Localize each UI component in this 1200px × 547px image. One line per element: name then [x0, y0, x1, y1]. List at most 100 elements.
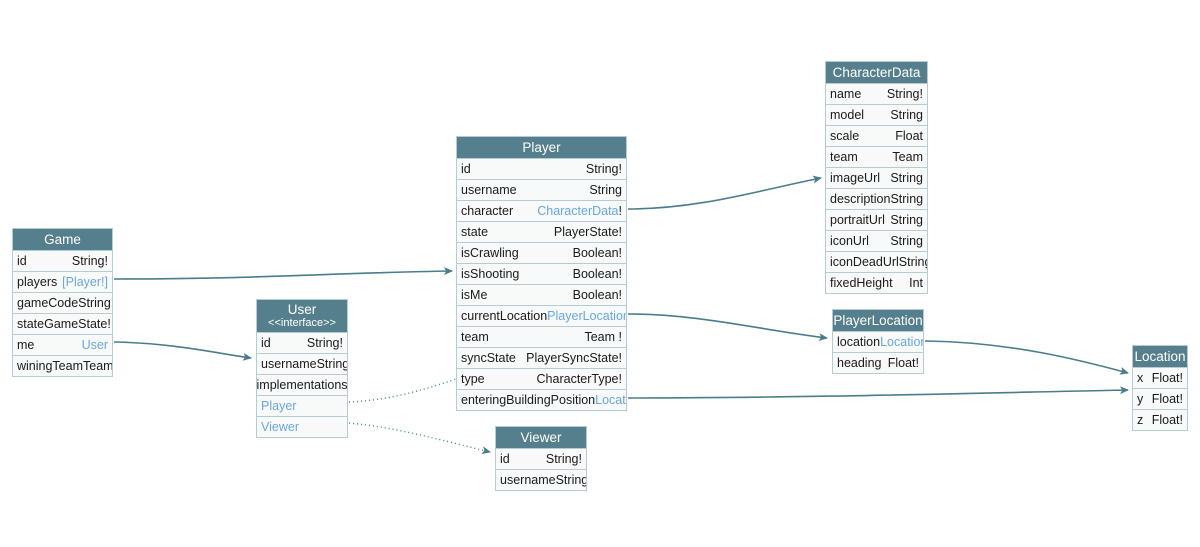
field-name: name [830, 87, 862, 101]
field-type-link[interactable]: [Player!] [62, 275, 108, 289]
field-name: id [461, 162, 471, 176]
field-type[interactable]: User [82, 338, 108, 352]
field-row[interactable]: isCrawling Boolean! [457, 242, 626, 263]
field-type[interactable]: Location! [880, 335, 923, 349]
entity-title: Location [1134, 349, 1186, 364]
field-type-link[interactable]: PlayerLocation [547, 309, 626, 323]
field-row[interactable]: enteringBuildingPositionLocation [457, 389, 626, 410]
field-row[interactable]: id String! [457, 158, 626, 179]
field-row[interactable]: name String! [826, 83, 927, 104]
edge-user-Viewer-to-viewer [348, 422, 491, 455]
field-type[interactable]: PlayerLocation! [547, 309, 626, 323]
field-type-link[interactable]: Location [595, 393, 626, 407]
field-name: description [830, 192, 891, 206]
field-name: gameCode [17, 296, 79, 310]
field-name: character [461, 204, 514, 218]
entity-header-game: Game [13, 229, 112, 250]
field-name: model [830, 108, 865, 122]
field-type: GameState! [44, 317, 111, 331]
field-type-link[interactable]: User [81, 338, 108, 352]
edge-player-currentLocation-to-playerlocation [627, 313, 828, 342]
field-type: Boolean! [572, 288, 622, 302]
entity-title: Viewer [520, 430, 562, 445]
field-row[interactable]: character CharacterData! [457, 200, 626, 221]
entity-playerlocation[interactable]: PlayerLocationlocationLocation!headingFl… [832, 309, 924, 374]
field-name: iconDeadUrl [830, 255, 899, 269]
field-name: state [461, 225, 489, 239]
field-row[interactable]: isMe Boolean! [457, 284, 626, 305]
field-type-link[interactable]: CharacterData [537, 204, 619, 218]
field-name: scale [830, 129, 860, 143]
field-name: team [830, 150, 858, 164]
field-name: username [261, 357, 317, 371]
field-name: isCrawling [461, 246, 519, 260]
field-name: type [461, 372, 485, 386]
field-name: location [837, 335, 881, 349]
field-type: Team [83, 359, 112, 373]
field-type: String [890, 192, 924, 206]
field-name: state [17, 317, 45, 331]
field-type: String! [585, 162, 622, 176]
field-type[interactable]: [Player!] [62, 275, 108, 289]
field-type: Boolean! [572, 246, 622, 260]
field-row[interactable]: iconDeadUrlString [826, 251, 927, 272]
field-type: String! [71, 254, 108, 268]
field-name: imageUrl [830, 171, 881, 185]
field-type: PlayerSyncState! [526, 351, 622, 365]
edge-player-character-to-characterdata [627, 175, 822, 210]
field-type: String [898, 255, 927, 269]
field-name: x [1137, 371, 1144, 385]
field-name: fixedHeight [830, 276, 893, 290]
field-type: String [589, 183, 622, 197]
entity-title: Player [522, 140, 561, 155]
field-name: isMe [461, 288, 488, 302]
field-type[interactable]: Location [595, 393, 626, 407]
implementation-row[interactable]: Viewer [257, 416, 347, 437]
implementation-link[interactable]: Player [261, 399, 297, 413]
field-type-link[interactable]: Location [880, 335, 923, 349]
implementation-link[interactable]: Viewer [261, 420, 299, 434]
entity-header-player: Player [457, 137, 626, 158]
field-type: String! [886, 87, 923, 101]
field-row[interactable]: players[Player!] [13, 271, 112, 292]
field-type: Boolean! [572, 267, 622, 281]
implementation-row[interactable]: Player [257, 395, 347, 416]
section-label: implementations [257, 378, 347, 392]
field-type[interactable]: CharacterData! [537, 204, 622, 218]
